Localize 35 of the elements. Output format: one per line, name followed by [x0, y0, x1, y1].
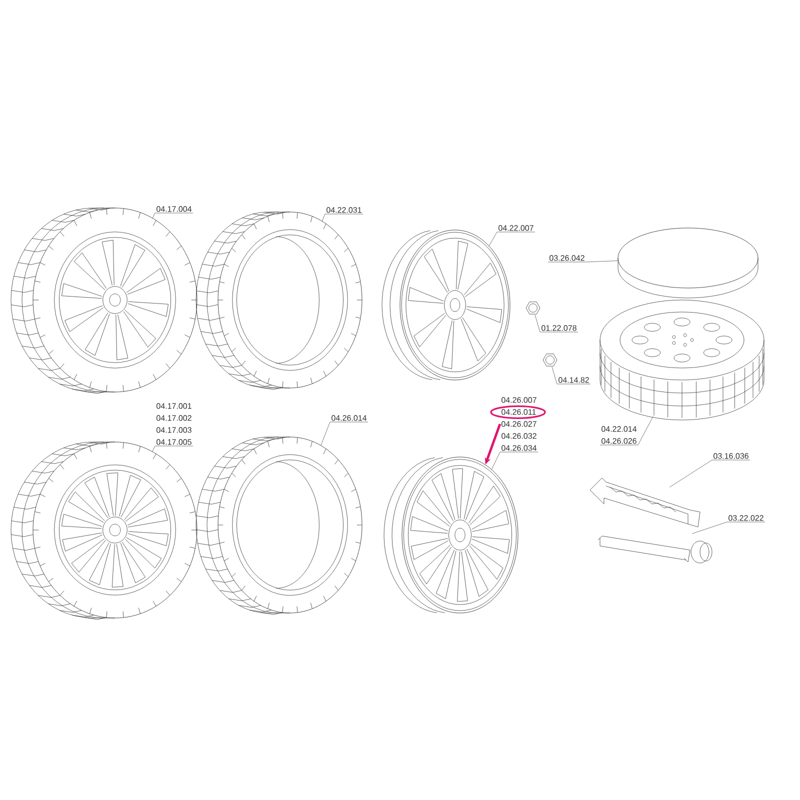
leader-line: [152, 446, 194, 452]
callout-number: 03.22.022: [728, 515, 764, 521]
tire-drawing: [196, 436, 362, 615]
nut-drawing: [526, 302, 540, 314]
leader-line: [534, 314, 578, 332]
leader-line: [692, 522, 766, 534]
callout-number: 04.26.014: [332, 415, 367, 421]
callout-number: 03.26.042: [550, 255, 584, 261]
leader-line: [491, 452, 538, 470]
rim-drawing: [384, 456, 518, 614]
wheel-drawing: [10, 208, 198, 394]
leader-line: [320, 422, 368, 446]
callout-numbers: 04.26.007 04.26.011 04.26.027 04.26.032 04.26.034: [502, 397, 537, 451]
leader-line: [322, 214, 364, 222]
leader-line: [670, 460, 750, 488]
leader-line: [152, 212, 194, 218]
callout-numbers: 04.22.014 04.26.026: [602, 426, 637, 444]
callout-number: 04.22.031: [326, 207, 362, 213]
tire-drawing: [196, 212, 362, 390]
leader-line: [488, 232, 536, 246]
nut-drawing: [542, 354, 558, 366]
leader-line: [600, 416, 654, 446]
rim-drawing: [382, 230, 510, 380]
callout-number: 03.16.036: [714, 453, 748, 459]
spare-drawing: [600, 300, 764, 420]
leader-line: [552, 366, 591, 384]
callout-number: 04.22.007: [498, 225, 534, 231]
callout-number: 04.14.82: [558, 377, 589, 383]
callout-numbers: 04.17.001 04.17.002 04.17.003 04.17.005: [156, 403, 192, 445]
leader-line: [548, 260, 618, 262]
jack-drawing: [590, 478, 700, 528]
wrench-drawing: [598, 536, 712, 564]
callout-number: 04.17.004: [156, 206, 192, 212]
disc-drawing: [618, 228, 758, 298]
callout-number: 01.22.078: [542, 325, 576, 331]
